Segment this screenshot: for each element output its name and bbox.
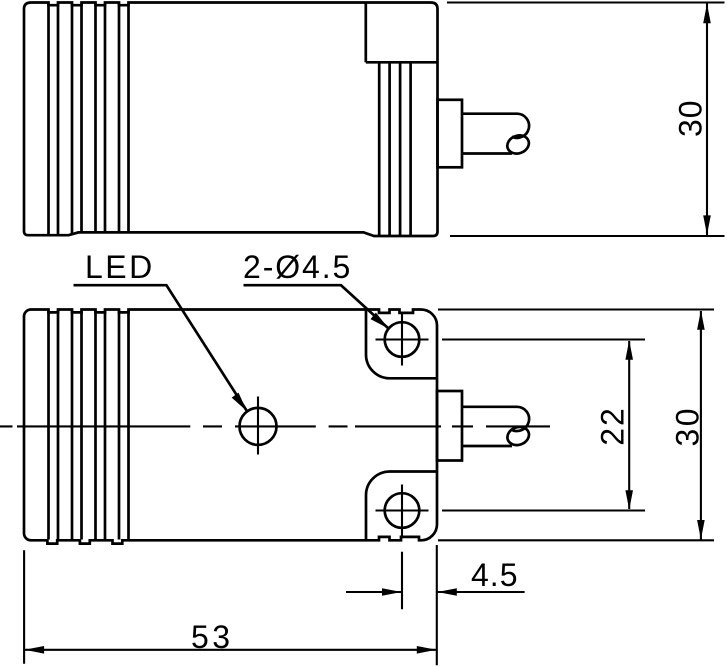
svg-text:2-Ø4.5: 2-Ø4.5 <box>243 249 352 285</box>
svg-text:4.5: 4.5 <box>471 557 518 593</box>
svg-text:22: 22 <box>594 406 630 446</box>
svg-text:30: 30 <box>669 406 705 447</box>
svg-text:LED: LED <box>85 249 155 285</box>
svg-text:30: 30 <box>673 99 709 137</box>
svg-text:53: 53 <box>191 619 234 655</box>
